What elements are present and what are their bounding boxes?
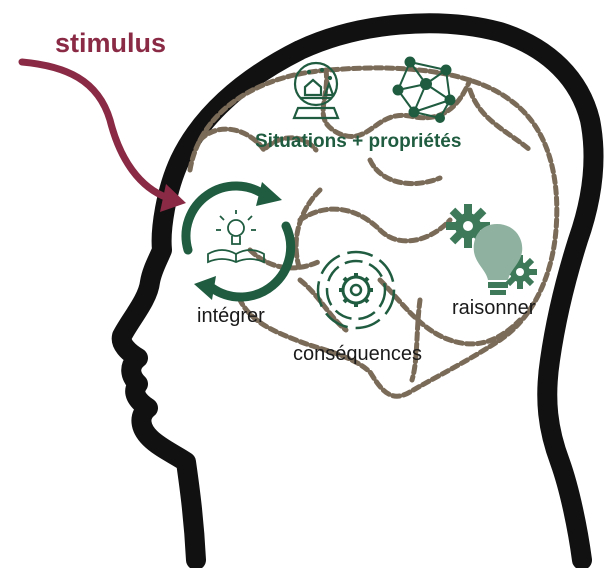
integrer-label: intégrer — [197, 305, 265, 327]
stimulus-label: stimulus — [55, 28, 167, 58]
situations-properties-label: Situations + propriétés — [255, 131, 462, 152]
stimulus-arrow — [18, 58, 186, 212]
network-graph-icon — [392, 56, 456, 123]
consequences-label: conséquences — [293, 343, 422, 365]
gear-target-icon — [316, 250, 396, 330]
snow-globe-icon — [292, 61, 340, 120]
gears-lightbulb-icon — [446, 204, 537, 295]
lightbulb-book-cycle-icon — [181, 181, 296, 302]
raisonner-label: raisonner — [452, 297, 536, 319]
head-silhouette — [111, 13, 604, 568]
